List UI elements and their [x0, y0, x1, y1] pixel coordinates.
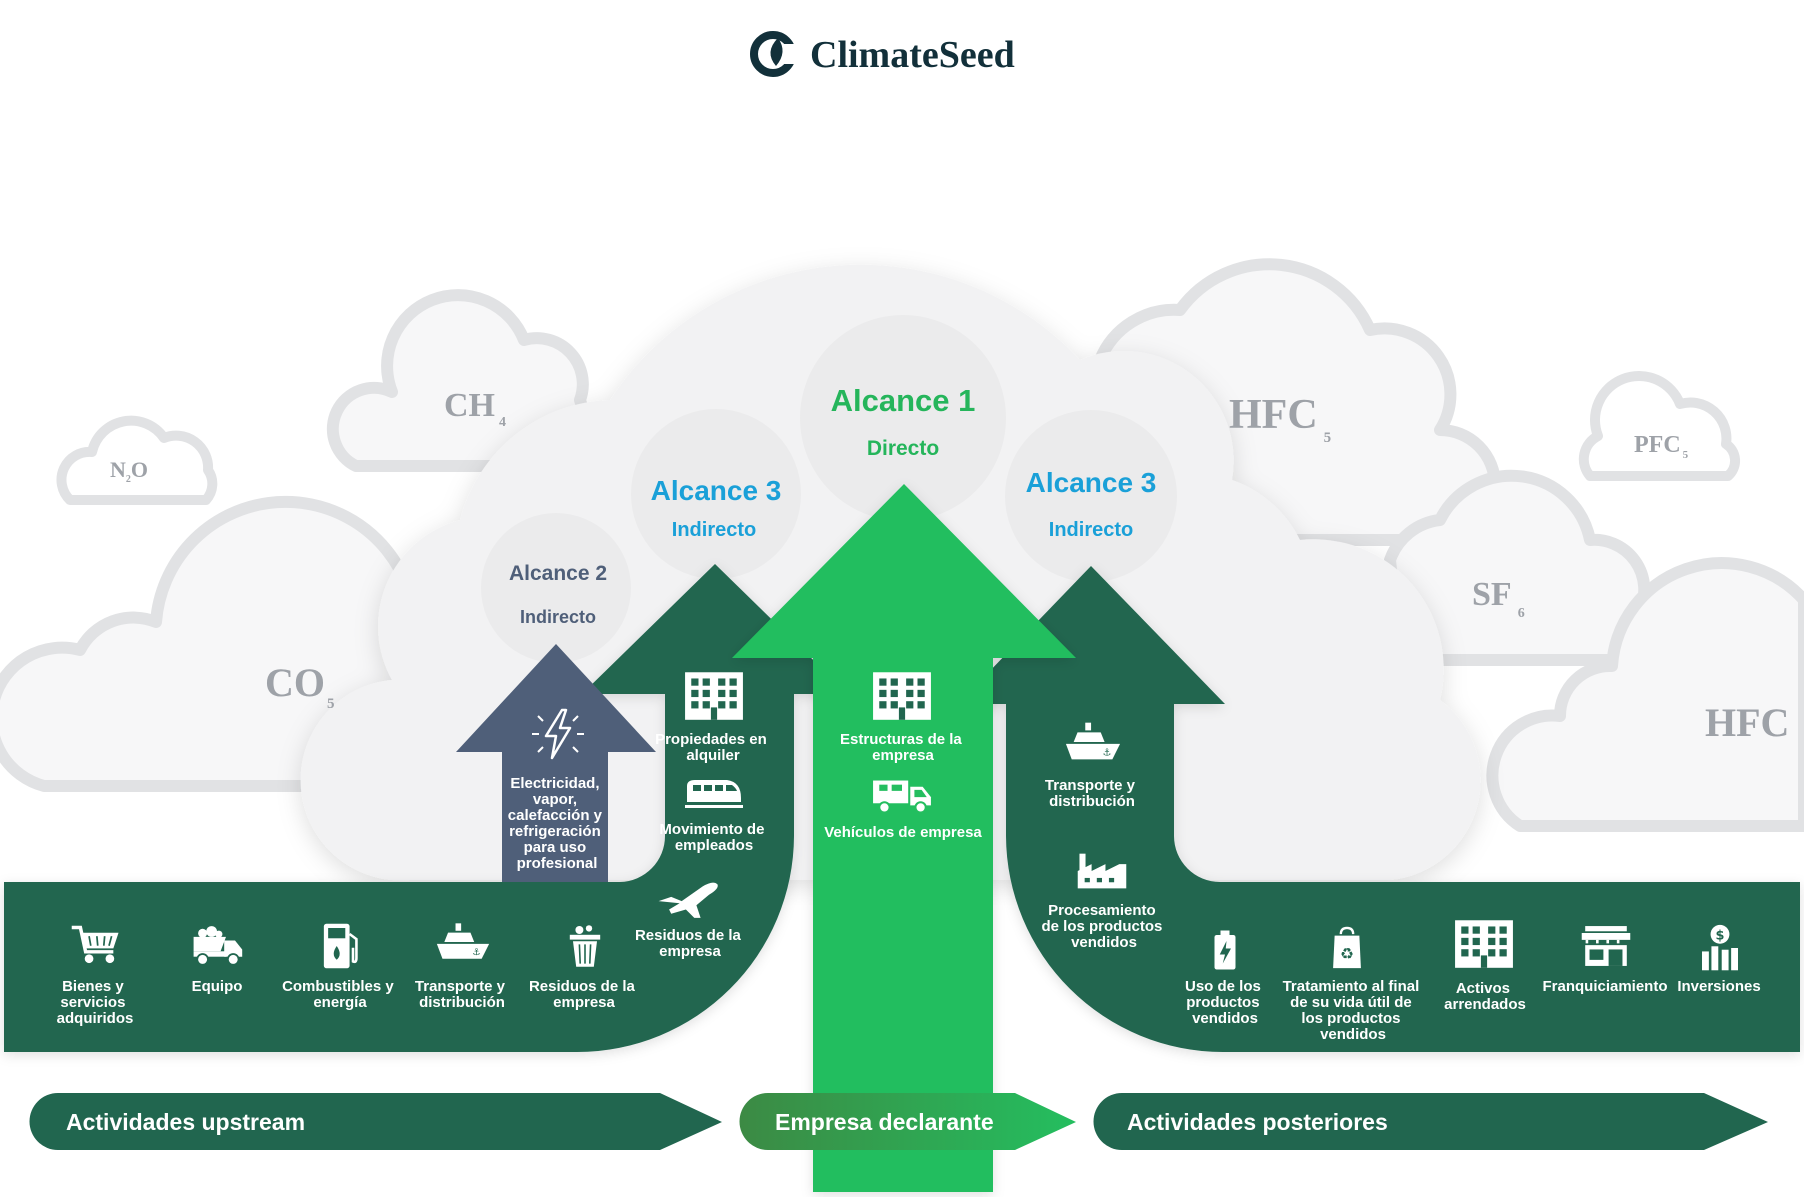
logo: ClimateSeed: [750, 31, 1015, 77]
scope1-arrow: [732, 484, 1076, 1192]
banners: Actividades upstream Empresa declarante …: [29, 1093, 1768, 1150]
cloud-pfc5: [1578, 370, 1741, 481]
upstream-waste-label: Residuos de la empresa: [529, 978, 639, 1011]
scope3-down-circle: [1005, 410, 1177, 582]
scope3-down-subtitle: Indirecto: [1049, 519, 1133, 541]
scope3-down-arrow-items: Transporte y distribución Procesamiento …: [1041, 722, 1166, 951]
scope2-subtitle: Indirecto: [520, 607, 596, 627]
scope3-up-circle: [631, 409, 801, 579]
building-icon: [873, 672, 931, 720]
scope2-arrow: [456, 644, 656, 882]
scope3-down-title: Alcance 3: [1026, 467, 1157, 498]
investments-label: Inversiones: [1677, 978, 1760, 995]
leased-assets-label: Activos arrendados: [1444, 980, 1526, 1013]
scope1-title: Alcance 1: [831, 383, 976, 418]
scope2-title: Alcance 2: [509, 562, 607, 585]
scope3-up-arrow-items: Propiedades en alquiler Movimiento de em…: [635, 672, 771, 960]
banner-upstream-label: Actividades upstream: [66, 1109, 305, 1135]
fuel-energy-label: Combustibles y energía: [282, 978, 398, 1011]
downstream-items: Uso de los productos vendidos Tratamient…: [1185, 920, 1761, 1043]
scope1-items: Estructuras de la empresa Vehículos de e…: [824, 672, 982, 841]
rented-properties-label: Propiedades en alquiler: [655, 731, 771, 764]
purchased-goods-label: Bienes y servicios adquiridos: [57, 978, 134, 1027]
scope-circles: [481, 315, 1177, 663]
banner-downstream-label: Actividades posteriores: [1127, 1109, 1388, 1135]
scope2-items: Electricidad, vapor, calefacción y refri…: [508, 708, 606, 872]
use-of-sold-products-label: Uso de los productos vendidos: [1185, 978, 1265, 1027]
scope3-up-subtitle: Indirecto: [672, 519, 756, 541]
cloud-n2o: [56, 415, 218, 505]
equipment-label: Equipo: [192, 978, 243, 995]
gas-n2o: N2O: [110, 457, 148, 485]
company-facilities-label: Estructuras de la empresa: [840, 731, 966, 764]
banner-reporting-label: Empresa declarante: [775, 1109, 994, 1135]
scope2-item-label: Electricidad, vapor, calefacción y refri…: [508, 775, 606, 872]
company-waste-arrow-label: Residuos de la empresa: [635, 927, 745, 960]
cloud-hfc: [1486, 557, 1804, 832]
climateseed-c-leaf-logo: [750, 31, 796, 77]
building-icon: [1455, 920, 1513, 968]
processing-sold-products-label: Procesamiento de los productos vendidos: [1041, 902, 1166, 951]
franchises-label: Franquiciamiento: [1542, 978, 1667, 995]
scope1-subtitle: Directo: [867, 437, 939, 460]
banner-upstream: [29, 1093, 722, 1150]
end-of-life-label: Tratamiento al final de su vida útil de …: [1283, 978, 1424, 1043]
scope2-circle: [481, 513, 631, 663]
brand-name: ClimateSeed: [810, 34, 1015, 76]
building-icon: [685, 672, 743, 720]
upstream-items: Bienes y servicios adquiridos Equipo Com…: [57, 922, 639, 1027]
gas-sf6: SF6: [1472, 576, 1525, 621]
downstream-transport-label: Transporte y distribución: [1045, 777, 1139, 810]
banner-reporting: [739, 1093, 1076, 1150]
gas-hfc: HFC: [1705, 700, 1789, 745]
company-vehicles-label: Vehículos de empresa: [824, 824, 982, 841]
employee-commuting-label: Movimiento de empleados: [659, 821, 768, 854]
battery-icon: [1214, 930, 1236, 970]
scope1-circle: [800, 315, 1006, 521]
scope3-up-title: Alcance 3: [651, 475, 782, 506]
banner-downstream: [1093, 1093, 1768, 1150]
scope-titles: Alcance 2 Indirecto Alcance 3 Indirecto …: [509, 383, 1156, 627]
upstream-transport-label: Transporte y distribución: [415, 978, 509, 1011]
